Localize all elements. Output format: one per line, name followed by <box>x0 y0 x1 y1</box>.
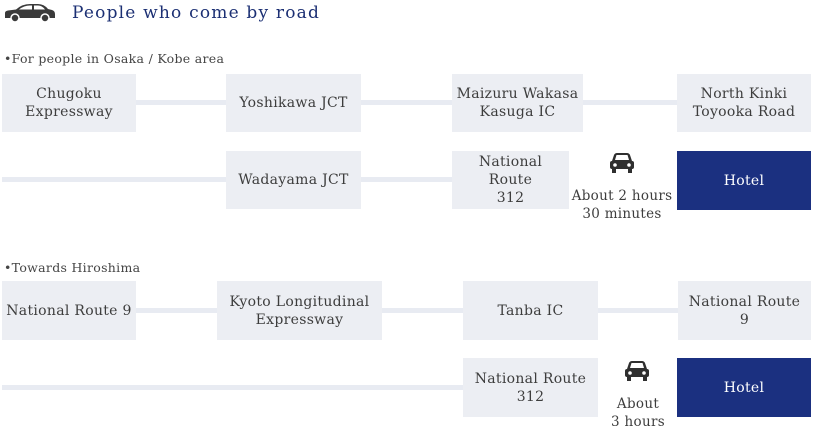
section-label-osaka-kobe: •For people in Osaka / Kobe area <box>4 51 225 66</box>
connector-line <box>136 308 217 313</box>
route-step-chugoku-expressway: Chugoku Expressway <box>2 74 136 132</box>
route-step-national-route-9-return: National Route 9 <box>678 281 811 340</box>
connector-line <box>583 100 677 105</box>
travel-duration: About 3 hours <box>611 396 665 430</box>
route-step-tanba-ic: Tanba IC <box>463 281 598 340</box>
car-icon <box>610 153 634 173</box>
car-icon <box>625 361 649 381</box>
page-title: People who come by road <box>72 3 321 23</box>
section-label-hiroshima: •Towards Hiroshima <box>4 260 141 275</box>
connector-line <box>598 308 678 313</box>
destination-hotel: Hotel <box>677 151 811 210</box>
connector-line <box>136 100 226 105</box>
route-step-wadayama-jct: Wadayama JCT <box>226 151 361 209</box>
travel-duration: About 2 hours 30 minutes <box>571 188 673 222</box>
connector-line <box>382 308 463 313</box>
car-icon <box>5 4 55 22</box>
connector-line <box>361 100 452 105</box>
destination-hotel: Hotel <box>677 358 811 417</box>
route-step-national-route-312: National Route 312 <box>463 358 598 417</box>
route-step-national-route-9: National Route 9 <box>2 281 136 340</box>
route-step-kyoto-longitudinal-expressway: Kyoto Longitudinal Expressway <box>217 281 382 340</box>
route-step-yoshikawa-jct: Yoshikawa JCT <box>226 74 361 132</box>
route-step-maizuru-wakasa-kasuga-ic: Maizuru Wakasa Kasuga IC <box>452 74 583 132</box>
page-header: People who come by road <box>0 0 813 30</box>
connector-line <box>2 385 463 390</box>
connector-line <box>2 177 226 182</box>
route-step-north-kinki-toyooka-road: North Kinki Toyooka Road <box>677 74 811 132</box>
connector-line <box>361 177 452 182</box>
route-step-national-route-312: National Route 312 <box>452 151 569 209</box>
